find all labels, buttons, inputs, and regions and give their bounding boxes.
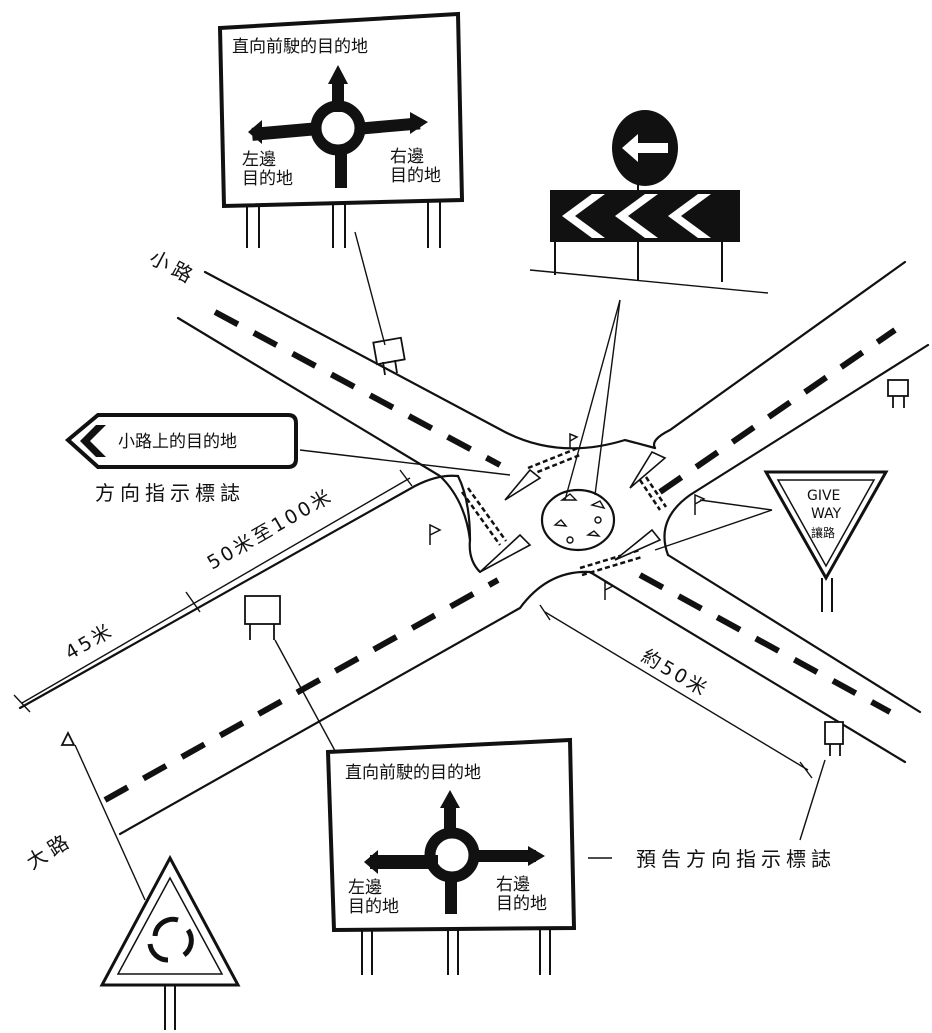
side-road-direction-sign: 小路上的目的地 [64,413,298,469]
major-road-centerline-ne [658,327,897,495]
give-way-sign: GIVE WAY 讓路 [763,470,889,612]
give-way-line1: GIVE [807,488,840,504]
bottom-advance-direction-sign: 直向前駛的目的地 左邊 目的地 右邊 目的地 [325,737,577,975]
bottom-sign-right-dest: 目的地 [496,894,547,914]
give-way-markings [460,446,668,577]
side-road-sign-arrow-icon [80,425,106,457]
major-road-edge-upper [18,474,460,710]
bottom-sign-straight-label: 直向前駛的目的地 [345,763,481,783]
flag-markers [429,432,706,600]
keep-left-chevron-sign [529,110,769,294]
give-way-line2: WAY [811,506,842,522]
roundabout-island [540,488,616,552]
minor-road-centerline-nw [213,309,502,468]
chevron-board-icon [550,190,740,242]
bottom-sign-right-label: 右邊 [496,875,530,895]
side-road-sign-board [64,413,298,469]
give-way-triangle-icon [763,470,889,582]
top-sign-straight-label: 直向前駛的目的地 [232,37,368,57]
roundabout-map-icon [248,65,428,188]
left-corner-curve [456,474,482,574]
roadside-sign-posts [60,336,909,756]
major-road-edge-lower [118,570,592,836]
top-sign-left-label: 左邊 [242,150,276,170]
major-road-edge-lower-ne [663,343,930,557]
bottom-sign-left-label: 左邊 [348,878,382,898]
major-road-label: 大路 [22,827,77,874]
roundabout-map-icon-bottom [364,790,545,914]
roads [18,260,930,836]
bottom-sign-left-dest: 目的地 [348,897,399,917]
minor-road-edge-upper [203,270,657,450]
top-sign-right-dest: 目的地 [390,166,441,186]
major-road-edge-upper-ne [652,260,907,450]
minor-road-label: 小路 [146,245,201,290]
road-triangle-markings [479,450,667,573]
give-way-line3: 讓路 [811,525,835,540]
direction-sign-caption: 方向指示標誌 [95,481,245,505]
roundabout-warning-sign [99,854,241,1030]
dimension-about-50m: 約50米 [638,645,713,701]
minor-road-edge-se-lower [588,570,907,764]
top-advance-direction-sign: 直向前駛的目的地 左邊 目的地 右邊 目的地 [217,11,465,248]
minor-road-edge-se-upper [666,553,922,714]
minor-road-edge-lower [176,316,472,542]
island-signs [553,493,606,544]
dimension-lines [13,231,826,901]
advance-direction-sign-caption: 預告方向指示標誌 [636,847,836,871]
top-sign-left-dest: 目的地 [242,169,293,189]
top-sign-right-label: 右邊 [390,147,424,167]
minor-road-centerline-se [638,572,892,715]
side-road-sign-text: 小路上的目的地 [118,432,237,452]
